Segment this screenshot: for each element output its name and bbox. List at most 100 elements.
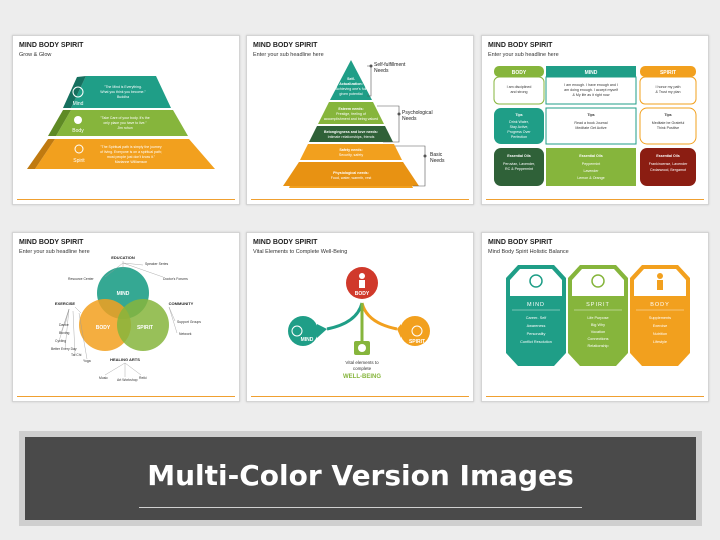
venn-label-spirit: SPIRIT [137,325,153,331]
slide-thumbnail-2[interactable]: MIND BODY SPIRIT Enter your sub headline… [246,35,474,205]
quote-spirit-line: "The Spiritual path is simply the journe… [100,145,162,149]
slide-thumbnail-3[interactable]: MIND BODY SPIRIT Enter your sub headline… [481,35,709,205]
item-label: Yoga [83,359,91,363]
spirit-icon [591,274,605,288]
affirmation-text: am doing enough. I accept myself [564,88,618,92]
mind-icon [291,325,303,337]
category-education: EDUCATION [111,255,135,260]
slide-thumbnail-5[interactable]: MIND BODY SPIRIT Vital Elements to Compl… [246,232,474,402]
item-label: Cycling [55,339,66,343]
column-item: Vocation [591,330,606,334]
item-label: Resource Center [68,277,95,281]
level-desc: Prestige, feeling of [336,112,366,116]
column-item: Relationship [588,344,609,348]
level-label: Actualization: [339,82,363,86]
pyramid-layer-body [56,110,188,136]
level-desc: accomplishment and being valued [324,117,378,121]
category-community: COMMUNITY [169,301,194,306]
slide-thumbnail-6[interactable]: MIND BODY SPIRIT Mind Body Spirit Holist… [481,232,709,402]
slide-thumbnail-4[interactable]: MIND BODY SPIRIT Enter your sub headline… [12,232,240,402]
tips-text: Meditate Get Active [575,126,606,130]
item-label: Speaker Series [145,262,168,266]
oils-text: Lemon & Orange [577,176,604,180]
banner-divider [139,507,582,508]
slide-subtitle: Vital Elements to Complete Well-Being [253,249,348,255]
need-group-label: Basic [430,152,443,158]
slide-title: MIND BODY SPIRIT [488,42,553,49]
item-label: Tai Chi [71,353,82,357]
level-desc: Achieving one's full [336,87,367,91]
slide-subtitle: Grow & Glow [19,52,52,58]
column-head-spirit: SPIRIT [660,70,676,76]
item-label: Network [179,332,192,336]
affirmation-text: & My life as it right now [573,93,610,97]
tips-text: Perfection [511,135,527,139]
item-label: Art Workshop [117,378,138,382]
slide-subtitle: Enter your sub headline here [488,52,559,58]
node-label-spirit: SPIRIT [409,339,425,345]
quote-spirit-author: Marianne Williamson [115,160,148,164]
affirmation-text: I am enough. I have enough and I [564,83,618,87]
label-spirit: Spirit [73,158,85,164]
level-desc: given potential [339,92,362,96]
slide-title: MIND BODY SPIRIT [488,239,553,246]
affirmation-text: I am disciplined [507,85,532,89]
spirit-icon [411,325,423,337]
oils-text: Lavender [584,169,600,173]
column-item: Awareness [527,324,546,328]
affirmation-text: & Trust my plan [656,90,681,94]
tips-text: Drink Water, [509,120,529,124]
item-label: Reiki [139,376,147,380]
item-label: Music [99,376,108,380]
pyramid-layer-esteem [318,102,384,124]
tips-text: Progress Over [507,130,531,134]
need-group-label: Psychological [402,110,433,116]
lotus-icon [358,344,366,352]
level-label: Self- [347,77,356,81]
level-desc: Intimate relationships, friends [328,135,375,139]
column-item: Exercise [653,324,668,328]
slide-title: MIND BODY SPIRIT [253,239,318,246]
slide-subtitle: Enter your sub headline here [253,52,324,58]
label-body: Body [72,128,84,134]
level-desc: Food, water, warmth, rest [331,176,372,180]
slide-thumbnail-1[interactable]: MIND BODY SPIRIT Grow & Glow Mind Body S… [12,35,240,205]
oils-text: RC & Peppermint [505,167,533,171]
affirmation-text: I honor my path [656,85,681,89]
slide-subtitle: Mind Body Spirit Holistic Balance [488,249,569,255]
item-label: Better Every Day [51,347,77,351]
level-desc: Security, safety [339,153,364,157]
body-icon [74,116,82,124]
level-label: Esteem needs: [338,107,363,111]
mind-icon [529,274,543,288]
oils-heading: Essential Oils [656,154,680,158]
need-group-label: Self-fulfillment [374,62,406,68]
column-item: Connections [587,337,608,341]
column-item: Career- Self [526,316,547,320]
node-mind [288,316,318,346]
node-label-body: BODY [355,291,370,297]
item-label: Doctor's Forums [163,277,188,281]
slide-footer-rule [251,199,469,200]
body-icon [657,273,663,279]
column-item: Lifestyle [653,340,667,344]
slide-footer-rule [17,396,235,397]
column-item: Supplements [649,316,671,320]
slide-title: MIND BODY SPIRIT [19,42,84,49]
quote-spirit-line: most people just don't know it." [107,155,156,159]
tips-text: Stay Active, [510,125,529,129]
tips-text: Meditate be Grateful [652,121,685,125]
tips-heading: Tips [515,113,522,117]
banner-title: Multi-Color Version Images [147,459,574,492]
node-label-mind: MIND [301,337,314,343]
level-label: Physiological needs: [333,171,369,175]
oils-text: Frankincense, Lavender [649,162,688,166]
tips-text: Think Positive [657,126,679,130]
pyramid-layer-self-actualization [330,60,372,100]
center-caption: complete [353,366,372,371]
oils-heading: Essential Oils [507,154,531,158]
pyramid-layer-mind [71,76,171,108]
quote-body-author: Jim rohun [117,126,132,130]
slide-subtitle: Enter your sub headline here [19,249,90,255]
venn-diagram: MIND BODY SPIRIT EDUCATION EXERCISE COMM… [51,255,201,382]
